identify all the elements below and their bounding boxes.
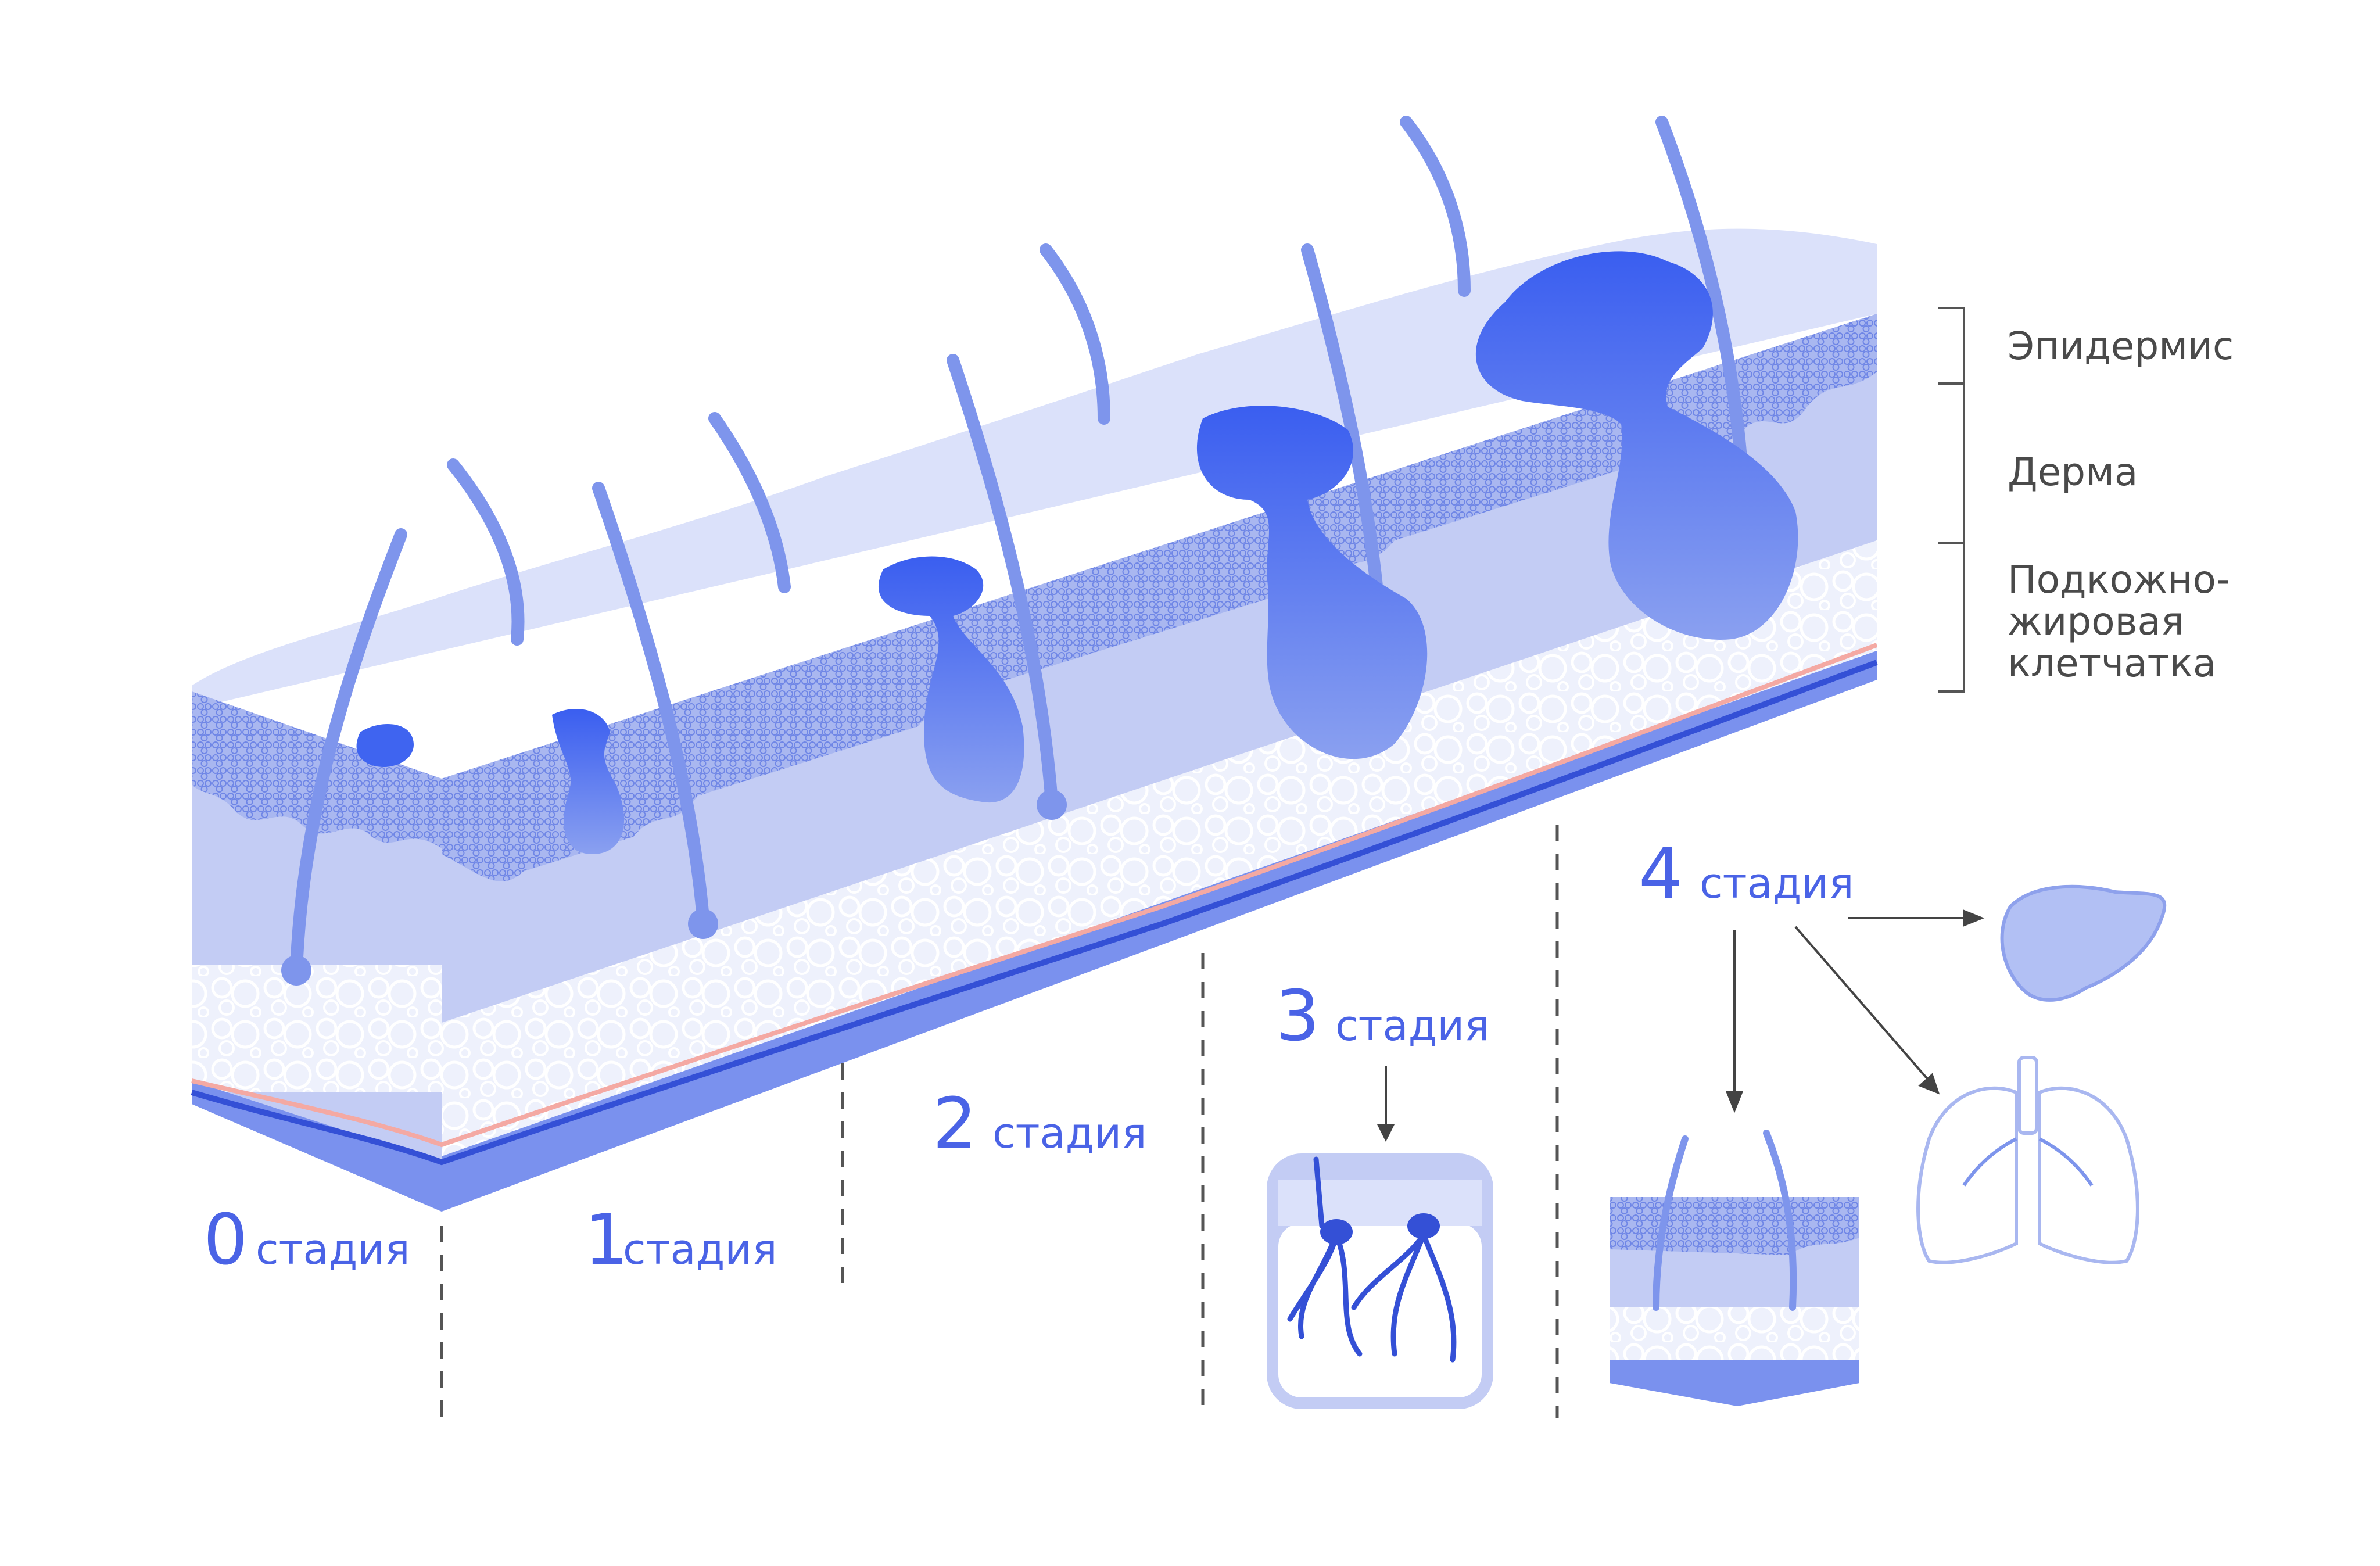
layer-label-epidermis: Эпидермис — [2008, 324, 2234, 368]
tumors — [356, 251, 1798, 854]
skin-block — [191, 228, 1878, 1212]
stage-word: стадия — [256, 1225, 410, 1274]
tumor-stage-3 — [1196, 406, 1428, 759]
stage-number: 1 — [584, 1200, 628, 1281]
side-epidermis — [442, 314, 1877, 881]
tumor-stage-0 — [356, 724, 414, 767]
hair-3 — [592, 482, 709, 924]
hair-2 — [447, 458, 525, 646]
skin-surface — [192, 228, 1877, 709]
hair-5 — [947, 354, 1058, 808]
hair-follicles — [281, 790, 1067, 986]
side-bottom-layer — [442, 651, 1877, 1212]
hair-6 — [1040, 243, 1110, 425]
layer-label-dermis: Дерма — [2008, 450, 2138, 494]
lymph-node-inset — [1267, 1066, 1493, 1409]
blood-vessel-pink — [191, 643, 1878, 1148]
stage-number: 4 — [1639, 834, 1683, 915]
side-fat-layer — [442, 540, 1877, 1156]
hair-9 — [1655, 116, 1750, 500]
stage-number: 2 — [933, 1084, 977, 1164]
stage-word: стадия — [623, 1225, 777, 1274]
tumor-stage-4 — [1475, 251, 1798, 640]
front-epidermis — [192, 691, 442, 848]
stage-word: стадия — [1700, 859, 1854, 908]
hair-1 — [290, 528, 407, 977]
stage-word: стадия — [1335, 1001, 1490, 1050]
stage-label-3: 3 стадия — [1275, 976, 1490, 1057]
layer-label-subcutaneous-2: жировая — [2008, 599, 2184, 644]
stage-number: 0 — [203, 1200, 248, 1281]
blood-vessel-blue — [191, 660, 1878, 1166]
front-fat-layer — [192, 965, 442, 1092]
stage-label-4: 4 стадия — [1639, 834, 1854, 915]
front-bottom-layer — [192, 1081, 442, 1212]
layer-bracket — [1938, 307, 1965, 693]
stage-word: стадия — [992, 1109, 1147, 1158]
tumor-stage-2 — [878, 556, 1024, 803]
tumor-stage-1 — [552, 709, 625, 854]
liver-icon — [2000, 884, 2167, 1002]
stage-separators — [440, 825, 1559, 1418]
layer-label-subcutaneous-3: клетчатка — [2008, 641, 2216, 686]
hair-4 — [708, 412, 791, 593]
stage-label-1: 1 стадия — [584, 1200, 777, 1281]
hairs — [290, 116, 1750, 977]
hair-8 — [1400, 116, 1471, 297]
stage-label-2: 2 стадия — [933, 1084, 1147, 1164]
small-skin-block — [1610, 1130, 1859, 1406]
lungs-icon — [1916, 1056, 2139, 1264]
stage-label-0: 0 стадия — [203, 1200, 410, 1281]
metastasis-arrows — [1726, 909, 1985, 1113]
stage-number: 3 — [1275, 976, 1320, 1057]
layer-label-subcutaneous-1: Подкожно- — [2008, 557, 2230, 602]
